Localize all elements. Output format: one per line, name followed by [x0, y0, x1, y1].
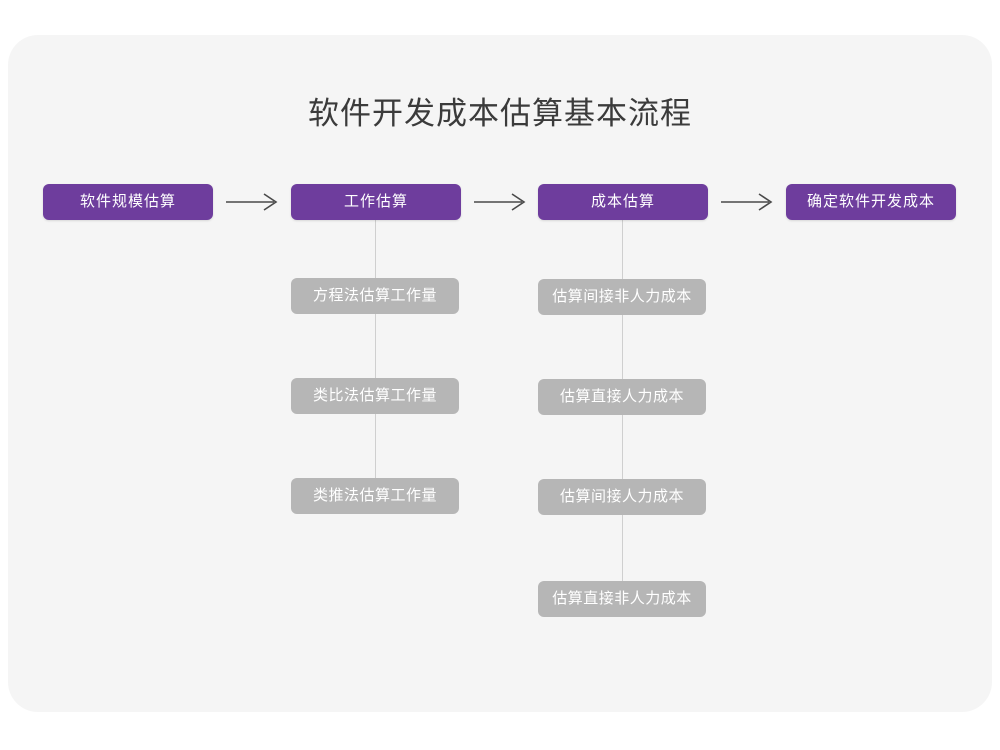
arrow-stage1-to-stage2 [224, 191, 284, 213]
node-software-scale-estimation[interactable]: 软件规模估算 [43, 184, 213, 220]
sub-node-analogy-method-workload[interactable]: 类比法估算工作量 [291, 378, 459, 414]
sub-node-indirect-labor-cost[interactable]: 估算间接人力成本 [538, 479, 706, 515]
arrow-stage3-to-stage4 [719, 191, 779, 213]
sub-node-indirect-non-labor-cost[interactable]: 估算间接非人力成本 [538, 279, 706, 315]
node-cost-estimation[interactable]: 成本估算 [538, 184, 708, 220]
page-title: 软件开发成本估算基本流程 [308, 96, 692, 131]
node-determine-development-cost[interactable]: 确定软件开发成本 [786, 184, 956, 220]
sub-node-equation-method-workload[interactable]: 方程法估算工作量 [291, 278, 459, 314]
sub-node-inference-method-workload[interactable]: 类推法估算工作量 [291, 478, 459, 514]
diagram-card-background [8, 35, 992, 712]
connector-line-stage2 [375, 220, 376, 502]
sub-node-direct-labor-cost[interactable]: 估算直接人力成本 [538, 379, 706, 415]
sub-node-direct-non-labor-cost[interactable]: 估算直接非人力成本 [538, 581, 706, 617]
node-work-estimation[interactable]: 工作估算 [291, 184, 461, 220]
arrow-stage2-to-stage3 [472, 191, 532, 213]
